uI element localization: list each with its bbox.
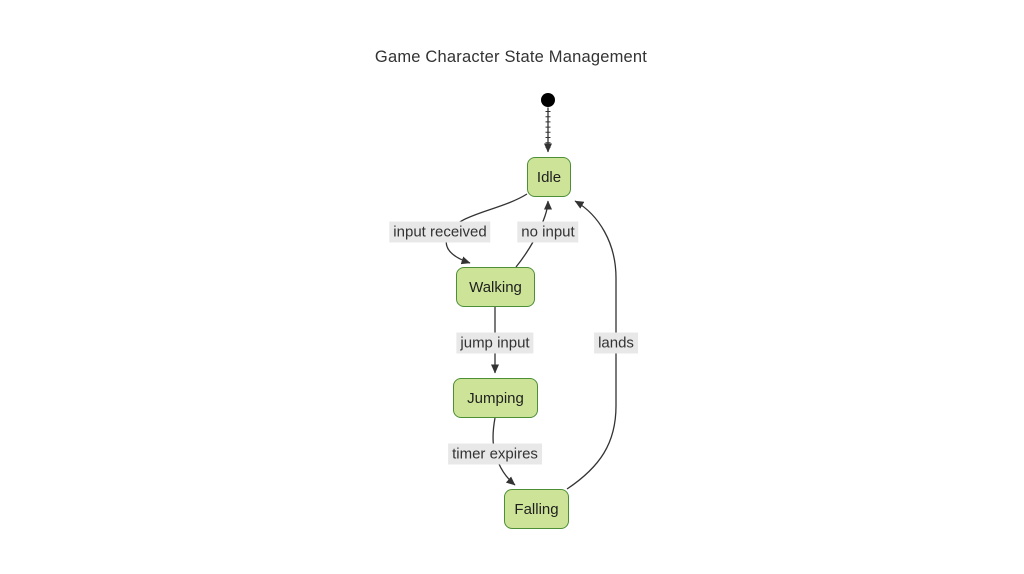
state-idle: Idle — [527, 157, 571, 197]
state-walking-label: Walking — [469, 278, 522, 296]
edge-label-lands: lands — [594, 332, 638, 354]
initial-state-dot — [541, 93, 555, 107]
edge-label-timer-expires: timer expires — [448, 443, 542, 465]
state-falling: Falling — [504, 489, 569, 529]
state-falling-label: Falling — [514, 500, 559, 518]
state-jumping-label: Jumping — [467, 389, 524, 407]
edge-walking-to-idle — [515, 200, 552, 268]
edge-label-input-received: input received — [389, 221, 491, 243]
diagram-title: Game Character State Management — [374, 48, 648, 66]
edge-label-jump-input: jump input — [456, 332, 534, 354]
state-jumping: Jumping — [453, 378, 538, 418]
state-walking: Walking — [456, 267, 535, 307]
edge-falling-to-idle — [566, 200, 617, 490]
edge-label-no-input: no input — [517, 221, 579, 243]
state-idle-label: Idle — [536, 168, 562, 186]
